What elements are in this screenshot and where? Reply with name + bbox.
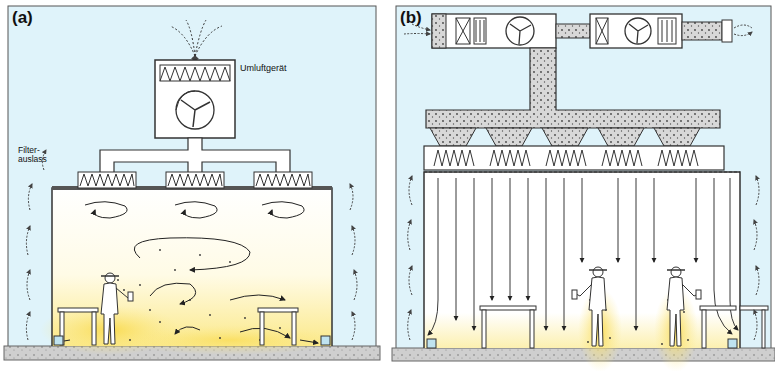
panel-letter: (b) bbox=[400, 9, 422, 28]
unit-label: Umluftgerät bbox=[240, 64, 287, 74]
panel-b bbox=[392, 6, 775, 371]
filter-label: Filter- auslass bbox=[18, 146, 54, 165]
panel-letter: (a) bbox=[12, 9, 33, 28]
panel-a bbox=[4, 6, 380, 360]
